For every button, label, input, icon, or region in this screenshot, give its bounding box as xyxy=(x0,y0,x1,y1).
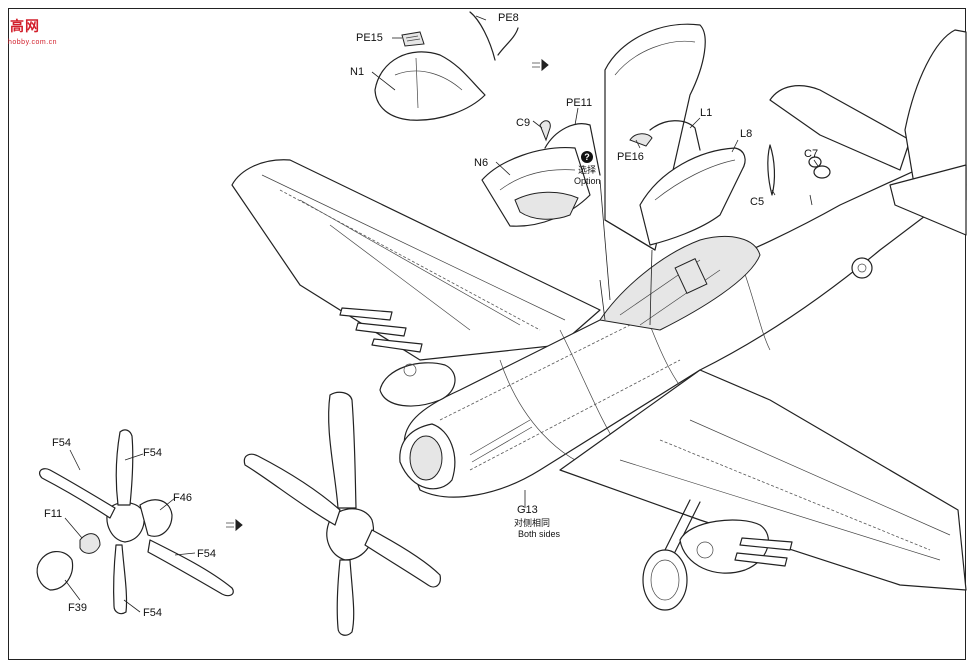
page-border xyxy=(8,8,966,660)
label-both-sides-en: Both sides xyxy=(518,529,561,539)
part-pe11 xyxy=(544,123,601,176)
right-main-gear xyxy=(642,499,701,611)
part-c5 xyxy=(767,144,776,196)
part-pe8 xyxy=(469,11,519,61)
logo-text: 高网 xyxy=(10,18,40,34)
seat xyxy=(674,257,708,295)
left-wing xyxy=(231,159,601,361)
leader-lines xyxy=(64,15,819,613)
watermark-logo: 高网 hobby.com.cn xyxy=(4,8,74,48)
label-l1: L1 xyxy=(700,107,713,119)
label-n1: N1 xyxy=(350,66,365,78)
label-c5: C5 xyxy=(750,196,765,208)
label-f54-bottom: F54 xyxy=(143,607,162,619)
windscreen-l1 xyxy=(639,120,746,246)
spinner-mount xyxy=(409,435,443,481)
label-f54-top-left: F54 xyxy=(52,437,71,449)
label-n6: N6 xyxy=(474,157,489,169)
label-c7: C7 xyxy=(804,148,819,160)
label-pe8: PE8 xyxy=(498,12,519,24)
part-pe15 xyxy=(401,31,425,47)
logo-subtext: hobby.com.cn xyxy=(8,39,58,46)
label-option-en: Option xyxy=(574,176,601,186)
horizontal-stabilizer xyxy=(769,85,911,171)
propeller-installed xyxy=(243,391,441,636)
right-wing-rockets xyxy=(734,537,793,567)
tail-wheel xyxy=(851,257,873,279)
left-wing-rockets xyxy=(339,307,423,353)
label-f39: F39 xyxy=(68,602,87,614)
label-pe16: PE16 xyxy=(617,151,644,163)
direction-arrows xyxy=(226,58,549,532)
canopy-l8 xyxy=(604,23,706,251)
label-l8: L8 xyxy=(740,128,753,140)
label-option-cn: 选择 xyxy=(578,165,597,175)
part-c9 xyxy=(539,120,551,142)
label-f54-top: F54 xyxy=(143,447,162,459)
fuselage xyxy=(403,149,967,498)
label-c9: C9 xyxy=(516,117,531,129)
label-pe11: PE11 xyxy=(566,97,593,109)
label-f54-right: F54 xyxy=(197,548,216,560)
part-pe16 xyxy=(629,133,653,147)
left-drop-tank xyxy=(379,362,456,407)
label-f46: F46 xyxy=(173,492,192,504)
label-g13: G13 xyxy=(517,504,538,516)
label-f11: F11 xyxy=(44,508,63,520)
propeller-exploded xyxy=(36,429,234,615)
cockpit-opening xyxy=(599,236,761,331)
option-badge: ? xyxy=(581,151,593,163)
part-n6 xyxy=(481,147,591,227)
right-stabilizer xyxy=(889,164,967,236)
label-both-sides-cn: 对侧相同 xyxy=(514,518,551,528)
part-c7 xyxy=(808,156,831,179)
canopy-n1 xyxy=(374,51,486,121)
aircraft-main xyxy=(231,29,967,611)
label-pe15: PE15 xyxy=(356,32,383,44)
vertical-fin xyxy=(904,29,967,201)
